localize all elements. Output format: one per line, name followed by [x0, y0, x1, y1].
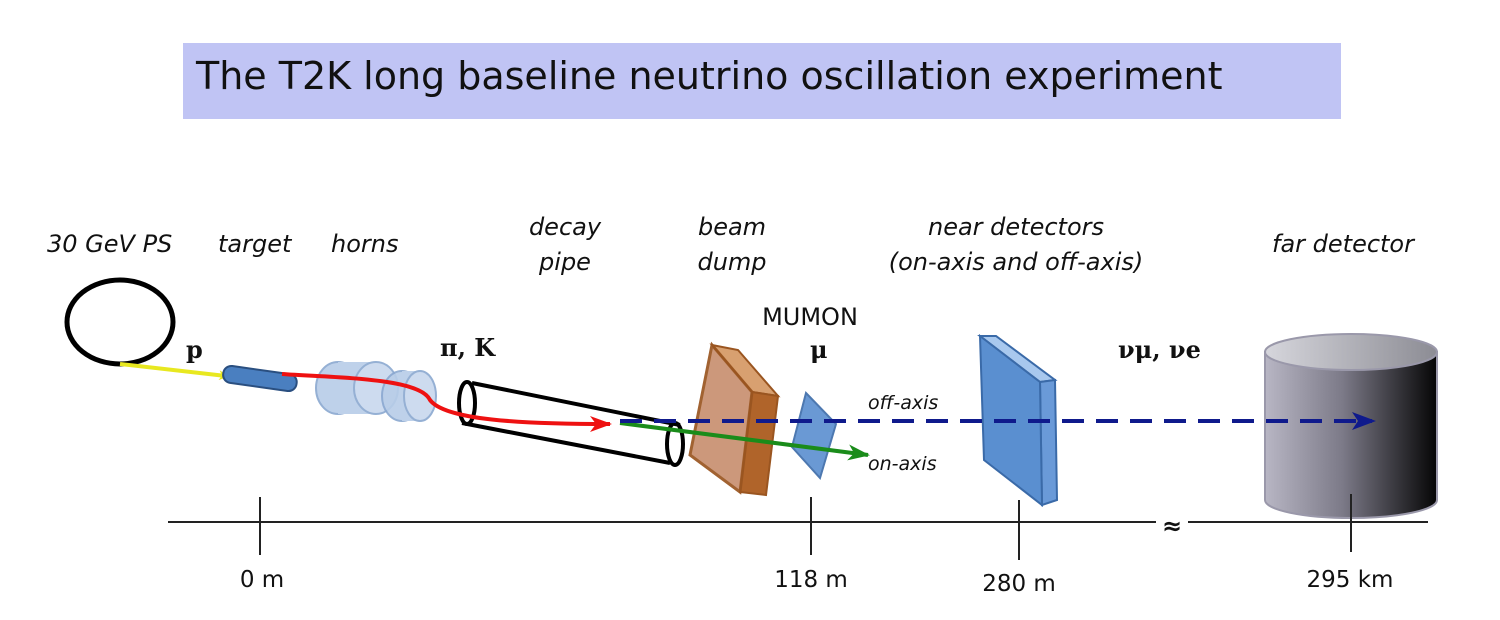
proton-beam-arrow [119, 362, 229, 381]
pion-beam-arrow [281, 372, 612, 432]
label-near-detectors-line1: near detectors [928, 213, 1104, 241]
label-off-axis: off-axis [868, 392, 938, 414]
axis-break-mark: ≈ [1162, 512, 1182, 540]
label-beam-dump-line1: beam [698, 213, 766, 241]
label-far-detector: far detector [1272, 230, 1416, 258]
page-title: The T2K long baseline neutrino oscillati… [196, 54, 1223, 98]
label-decay-pipe-line1: decay [529, 213, 602, 241]
label-ps: 30 GeV PS [47, 230, 172, 258]
label-target: target [218, 230, 293, 258]
near-detector [977, 333, 1059, 508]
label-horns: horns [331, 230, 398, 258]
tick-label-280m: 280 m [982, 571, 1056, 597]
on-axis-beam-arrow [619, 421, 870, 461]
ps-ring [64, 277, 176, 367]
label-beam-dump-line2: dump [697, 248, 766, 276]
target-rod [222, 364, 298, 393]
mumon-detector [790, 391, 838, 480]
label-pion-kaon: π, K [440, 333, 496, 362]
label-proton: p [186, 335, 203, 364]
label-mumon: MUMON [762, 303, 858, 331]
tick-label-0m: 0 m [240, 567, 284, 593]
label-neutrinos: νμ, νe [1118, 335, 1201, 364]
tick-label-118m: 118 m [774, 567, 848, 593]
far-detector-tank [1264, 333, 1438, 519]
label-decay-pipe-line2: pipe [538, 248, 591, 276]
tick-label-295km: 295 km [1307, 567, 1394, 593]
label-on-axis: on-axis [868, 453, 937, 475]
label-near-detectors-line2: (on-axis and off-axis) [889, 248, 1144, 276]
beam-dump [688, 341, 781, 497]
title-banner [183, 43, 1341, 119]
label-muon: μ [810, 335, 828, 364]
axis-break-gap [1156, 510, 1188, 534]
